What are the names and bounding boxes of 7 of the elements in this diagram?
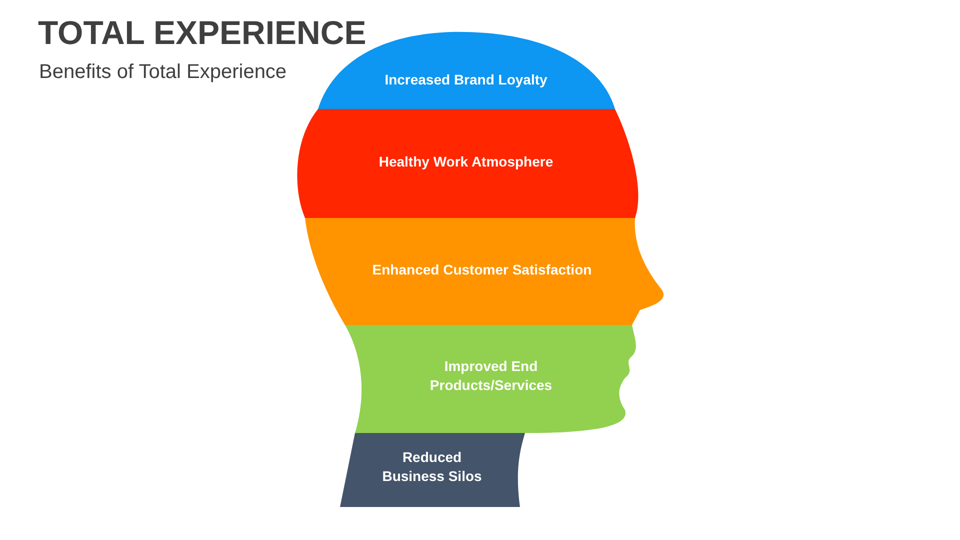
- band-label: Healthy Work Atmosphere: [378, 152, 554, 172]
- band-label: Increased Brand Loyalty: [384, 70, 548, 90]
- subtitle: Benefits of Total Experience: [39, 61, 287, 84]
- band-label: Reduced Business Silos: [381, 448, 483, 486]
- title: TOTAL EXPERIENCE: [38, 14, 366, 52]
- band-label: Improved End Products/Services: [428, 357, 554, 395]
- band-label: Enhanced Customer Satisfaction: [371, 260, 593, 280]
